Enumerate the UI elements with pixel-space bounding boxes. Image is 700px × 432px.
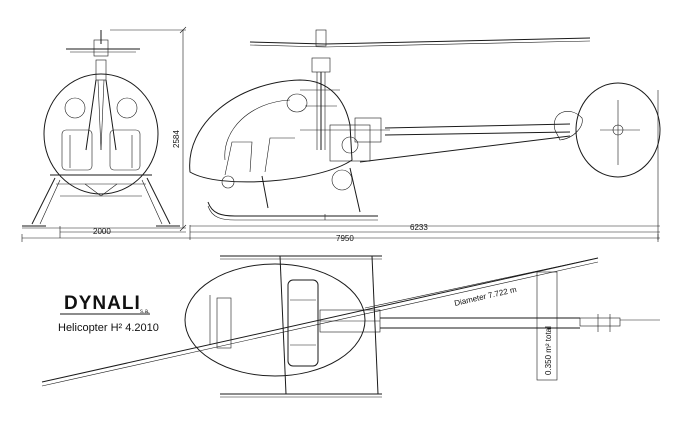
overall-length-dim: 7950 — [21, 234, 660, 243]
model-label: Helicopter H² 4.2010 — [58, 322, 159, 334]
tail-rotor-area-label: 0.350 m² total — [544, 326, 553, 375]
side-view: 6233 — [189, 29, 661, 240]
front-width-label: 2000 — [93, 227, 111, 236]
front-view: 2584 2000 — [22, 26, 187, 238]
front-height-label: 2584 — [172, 130, 181, 148]
tail-length-label: 6233 — [410, 223, 428, 232]
overall-length-label: 7950 — [336, 234, 354, 243]
brand-name: DYNALI — [64, 293, 141, 314]
brand-suffix: s.a. — [140, 309, 150, 315]
dynali-logo: DYNALI s.a. Helicopter H² 4.2010 — [58, 293, 159, 334]
top-view: Diameter 7.722 m 0.350 m² total — [41, 255, 660, 398]
